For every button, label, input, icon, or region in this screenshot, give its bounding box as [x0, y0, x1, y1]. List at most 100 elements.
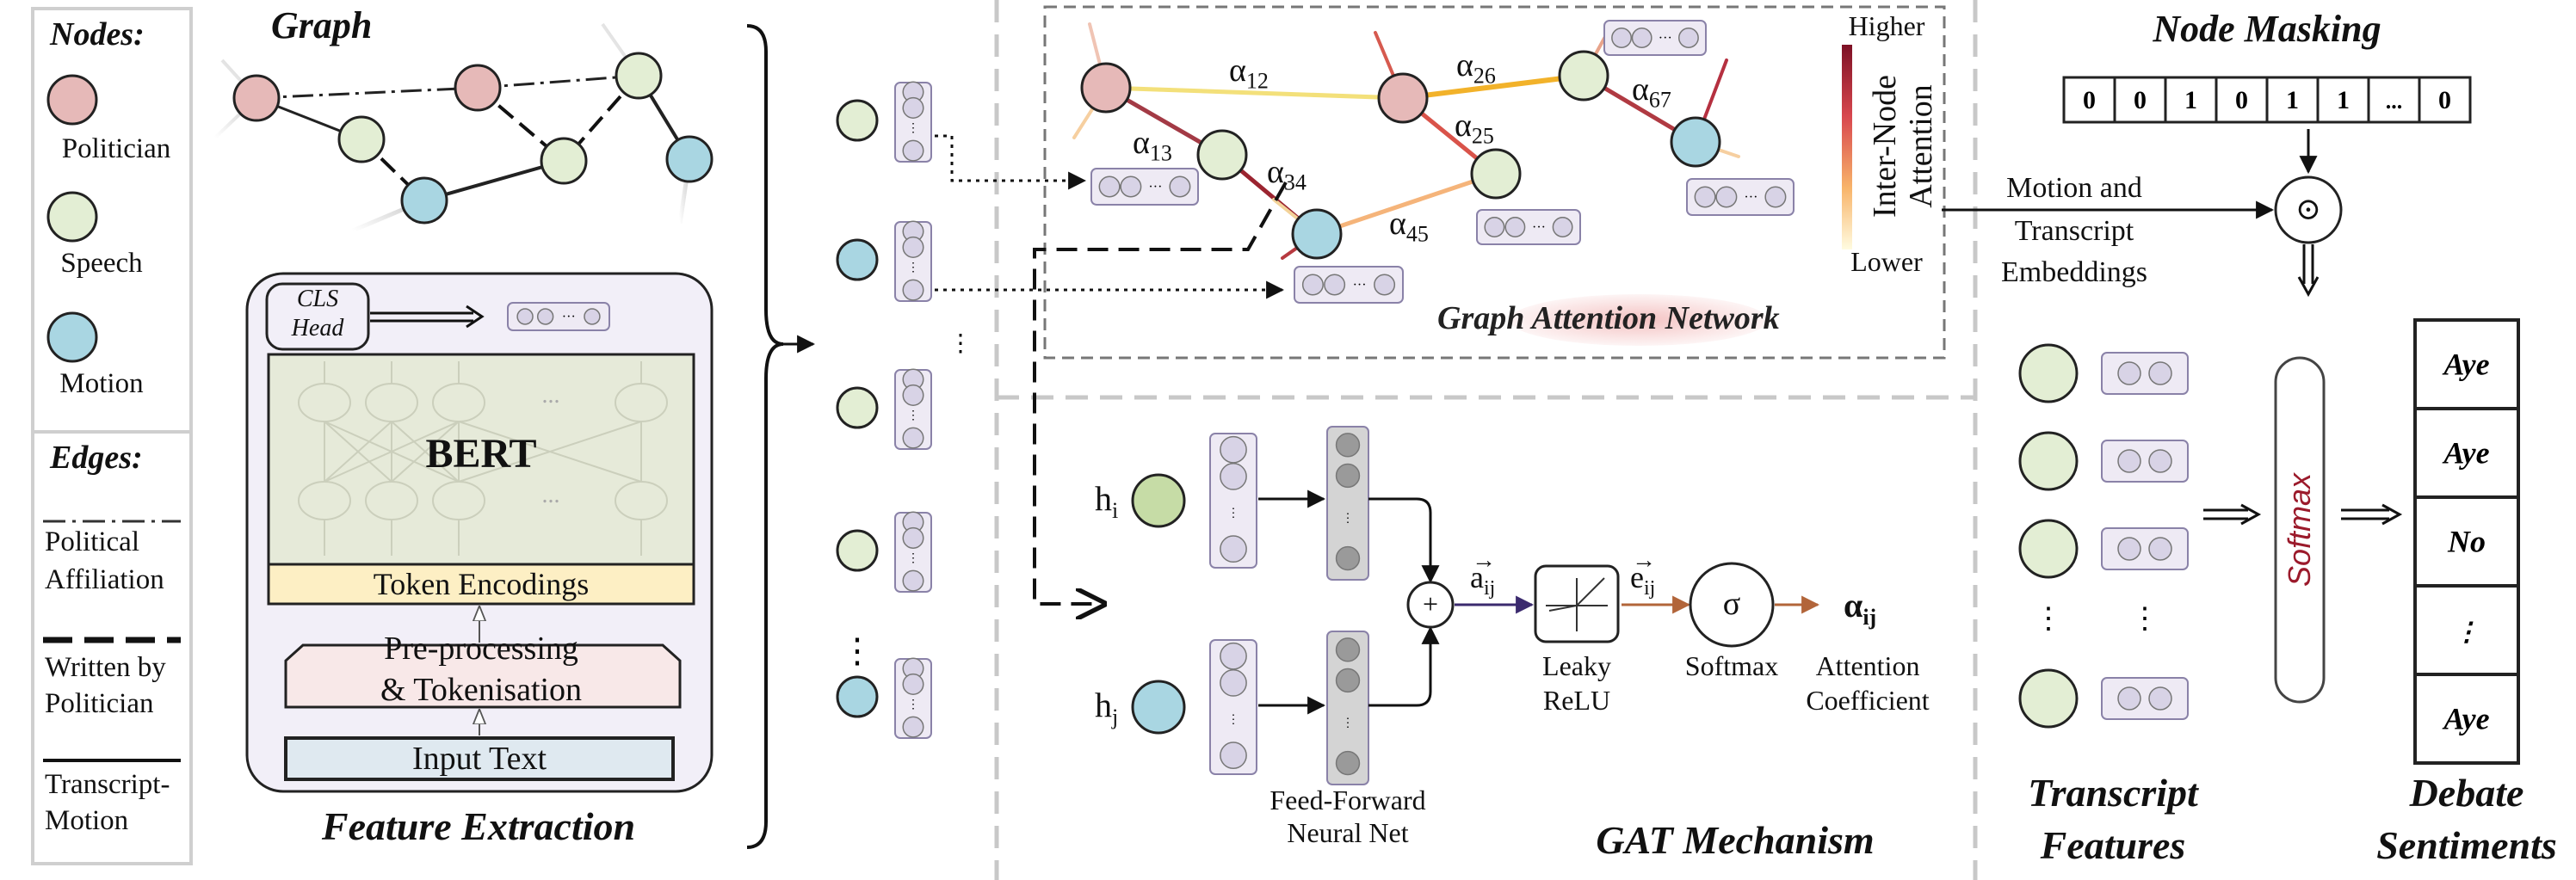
- vector-cell: [902, 526, 924, 549]
- motion-node: [836, 238, 879, 281]
- mask-value: ...: [2386, 89, 2403, 114]
- sentiment-value: Aye: [2442, 436, 2489, 471]
- embedding-vector: [1603, 20, 1707, 56]
- speech-node: [836, 99, 879, 142]
- row-ellipsis: ⋮: [2130, 603, 2159, 635]
- alpha-26-label: α26: [1456, 47, 1496, 89]
- feature-extraction-title: Feature Extraction: [321, 804, 636, 848]
- graph-speech-node: [615, 52, 663, 100]
- vector-cell: [2117, 449, 2141, 473]
- vector-cell: [2148, 686, 2172, 711]
- embedding-vector: [1294, 266, 1404, 304]
- speech-node: [836, 386, 879, 429]
- vector-cell: [1220, 742, 1247, 770]
- hj-node: [1131, 680, 1186, 735]
- sentiment-cell: [2413, 318, 2520, 410]
- vector-cell: [1324, 274, 1346, 296]
- row-ellipsis: ⋮: [2034, 603, 2063, 635]
- alpha-34-label: α34: [1267, 154, 1307, 195]
- legend-speech-node: [46, 191, 98, 243]
- dashed-arrow-mechanism: [1033, 182, 1288, 604]
- double-arrow-2: [2341, 503, 2403, 526]
- softmax-pill-label: Softmax: [2282, 472, 2317, 588]
- bert-ellipsis-top: ...: [541, 382, 560, 409]
- sentiment-value: ⋮: [2454, 618, 2480, 647]
- graph-politician-node: [454, 64, 502, 112]
- input-text-label: Input Text: [411, 741, 547, 777]
- legend-transcript-line1: Transcript-: [45, 769, 170, 800]
- mask-cell: [2418, 76, 2472, 124]
- legend-written-line2: Politician: [45, 688, 154, 719]
- mask-value: 0: [2134, 86, 2147, 114]
- legend-transcript-line2: Motion: [45, 805, 129, 836]
- scale-label-1: Inter-Node: [1867, 75, 1903, 218]
- softmax-label: Softmax: [1684, 650, 1779, 681]
- sentiment-value: Aye: [2442, 348, 2489, 382]
- attention-label-2: Coefficient: [1806, 685, 1930, 716]
- scale-lower-label: Lower: [1850, 246, 1923, 277]
- graph-politician-node: [232, 74, 281, 122]
- vector-cell: [1120, 175, 1142, 198]
- legend-political-line2: Affiliation: [45, 564, 164, 595]
- embedding-vector: [1209, 639, 1257, 775]
- vector-cell: [2117, 361, 2141, 385]
- alpha-output-label: αij: [1844, 586, 1877, 630]
- gat-network-nodes: [1080, 50, 1721, 260]
- hi-node: [1131, 473, 1186, 528]
- alpha-25-label: α25: [1455, 108, 1494, 149]
- legend-motion-label: Motion: [59, 368, 144, 399]
- embedding-column: ⋮⋮⋮⋮⋮⋮⋮: [836, 81, 973, 739]
- gat-mechanism-title: GAT Mechanism: [1596, 818, 1875, 862]
- preprocessing-label-2: & Tokenisation: [380, 672, 583, 708]
- attention-label-1: Attention: [1815, 650, 1920, 681]
- vector-cell: [1220, 669, 1247, 697]
- token-encodings-bar: [267, 563, 695, 606]
- speech-node: [836, 529, 879, 572]
- cls-head-label-1: CLS: [296, 286, 339, 312]
- sum-node: [1406, 581, 1455, 629]
- column-ellipsis: ⋮: [840, 631, 874, 670]
- mask-cell: [2215, 76, 2269, 124]
- vector-cell: [2148, 537, 2172, 561]
- motion-label-1: Motion and: [2006, 172, 2142, 204]
- graph-speech-node: [540, 137, 588, 185]
- mechanism-arrows: [1258, 489, 1440, 715]
- softmax-node: [1689, 562, 1775, 648]
- vector-cell: [1335, 637, 1361, 662]
- vector-cell: [1504, 217, 1526, 237]
- leaky-relu-graph: [1546, 577, 1608, 631]
- vector-ellipsis: ···: [1353, 278, 1367, 292]
- mask-value: 0: [2235, 86, 2248, 114]
- motion-label-2: Transcript: [2014, 215, 2134, 247]
- embedding-vector: [507, 302, 610, 331]
- cls-head-label-2: Head: [291, 315, 344, 342]
- vector-cell: [902, 673, 924, 695]
- vector-cell: [902, 139, 924, 162]
- vector-cell: [1335, 750, 1361, 776]
- node-masking-title: Node Masking: [2153, 8, 2381, 50]
- transcript-features-title-2: Features: [2040, 823, 2186, 867]
- legend-written-line1: Written by: [45, 652, 166, 683]
- preprocessing-label-1: Pre-processing: [384, 631, 578, 667]
- gat-network-title: Graph Attention Network: [1437, 300, 1780, 336]
- input-text-bar: [284, 736, 675, 781]
- ffnn-label-1: Feed-Forward: [1269, 785, 1426, 815]
- vector-cell: [1169, 175, 1191, 198]
- embedding-vector: [1209, 433, 1257, 569]
- vector-cell: [1098, 175, 1121, 198]
- transcript-features: ⋮⋮: [2018, 343, 2189, 729]
- column-ellipsis: ⋮: [948, 330, 973, 357]
- vector-ellipsis: ···: [1744, 190, 1757, 205]
- mask-value: 1: [2337, 86, 2350, 114]
- embedding-vector: [1326, 631, 1369, 785]
- leaky-label-2: ReLU: [1542, 685, 1611, 716]
- vector-ellipsis: ⋮: [1342, 512, 1354, 525]
- vector-ellipsis: ⋮: [907, 262, 919, 274]
- sigma-symbol: σ: [1722, 586, 1741, 622]
- vector-ellipsis: ···: [1659, 31, 1672, 46]
- dotted-arrow-1: [935, 134, 1087, 190]
- feature-brace: [746, 24, 784, 849]
- sentiment-cell: [2413, 584, 2520, 676]
- vector-cell: [902, 96, 924, 119]
- bert-ellipsis-bottom: ...: [541, 482, 560, 508]
